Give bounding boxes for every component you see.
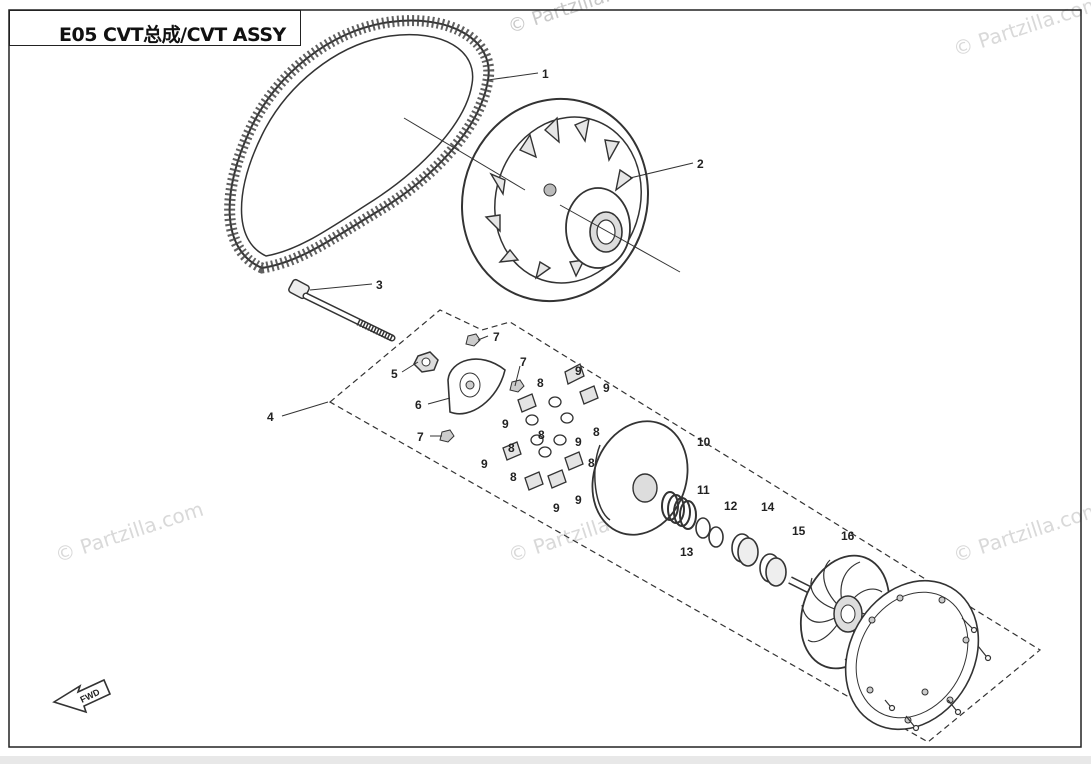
callout-14: 14 bbox=[761, 500, 775, 514]
callout-7: 7 bbox=[493, 330, 500, 344]
slider-block bbox=[547, 469, 567, 489]
callout-7: 7 bbox=[520, 355, 527, 369]
callout-11: 11 bbox=[697, 483, 710, 497]
roller-weight bbox=[530, 434, 544, 446]
roller-weight bbox=[538, 446, 552, 458]
callout-9: 9 bbox=[575, 364, 582, 378]
drive-clutch-assembly-outline bbox=[328, 309, 1042, 743]
washer[interactable] bbox=[695, 517, 711, 539]
callout-8: 8 bbox=[588, 456, 595, 470]
drive-belt[interactable] bbox=[224, 15, 495, 274]
small-nut[interactable] bbox=[465, 333, 481, 347]
roller-weight bbox=[560, 412, 574, 424]
roller-weight bbox=[525, 414, 539, 426]
bearing-sleeve[interactable] bbox=[759, 553, 787, 587]
forward-direction-arrow bbox=[52, 678, 112, 714]
callout-2: 2 bbox=[697, 157, 704, 171]
callout-8: 8 bbox=[508, 441, 515, 455]
callout-labels: 1 2 3 4 5 6 7 7 7 8 8 8 8 8 8 9 9 9 9 9 … bbox=[78, 67, 854, 705]
callout-9: 9 bbox=[603, 381, 610, 395]
callout-9: 9 bbox=[575, 435, 582, 449]
callout-15: 15 bbox=[792, 524, 806, 538]
callout-16: 16 bbox=[841, 529, 855, 543]
spring[interactable] bbox=[661, 491, 697, 530]
callout-6: 6 bbox=[415, 398, 422, 412]
callout-12: 12 bbox=[724, 499, 738, 513]
slider-block bbox=[524, 471, 544, 491]
center-bolt[interactable] bbox=[288, 278, 396, 342]
driven-clutch-assembly[interactable] bbox=[436, 75, 674, 326]
callout-7: 7 bbox=[417, 430, 424, 444]
drawing-border bbox=[8, 9, 1082, 748]
callout-10: 10 bbox=[697, 435, 711, 449]
callout-8: 8 bbox=[537, 376, 544, 390]
callout-8: 8 bbox=[538, 428, 545, 442]
bottom-strip bbox=[0, 756, 1091, 764]
slider-block bbox=[564, 451, 584, 471]
leader-lines bbox=[281, 72, 694, 437]
slider-block bbox=[579, 385, 599, 405]
roller-weight bbox=[548, 396, 562, 408]
flange-nut[interactable] bbox=[413, 351, 439, 373]
callout-9: 9 bbox=[481, 457, 488, 471]
callout-5: 5 bbox=[391, 367, 398, 381]
callout-9: 9 bbox=[553, 501, 560, 515]
callout-4: 4 bbox=[267, 410, 274, 424]
small-nut[interactable] bbox=[439, 429, 455, 443]
page-title: E05 CVT总成/CVT ASSY bbox=[59, 24, 286, 46]
callout-13: 13 bbox=[680, 545, 694, 559]
roller-weight bbox=[553, 434, 567, 446]
cover-plate[interactable] bbox=[447, 358, 506, 415]
callout-9: 9 bbox=[502, 417, 509, 431]
back-plate[interactable] bbox=[819, 556, 1004, 753]
bushing[interactable] bbox=[731, 533, 759, 567]
callout-9: 9 bbox=[575, 493, 582, 507]
slider-block bbox=[564, 363, 585, 385]
callout-8: 8 bbox=[593, 425, 600, 439]
callout-3: 3 bbox=[376, 278, 383, 292]
movable-drive-face[interactable] bbox=[577, 408, 703, 548]
small-nut[interactable] bbox=[509, 379, 525, 393]
slider-block bbox=[502, 441, 522, 461]
callout-8: 8 bbox=[510, 470, 517, 484]
washer[interactable] bbox=[708, 526, 724, 548]
title-box: E05 CVT总成/CVT ASSY bbox=[9, 10, 301, 46]
callout-1: 1 bbox=[542, 67, 549, 81]
slider-block bbox=[517, 393, 537, 413]
